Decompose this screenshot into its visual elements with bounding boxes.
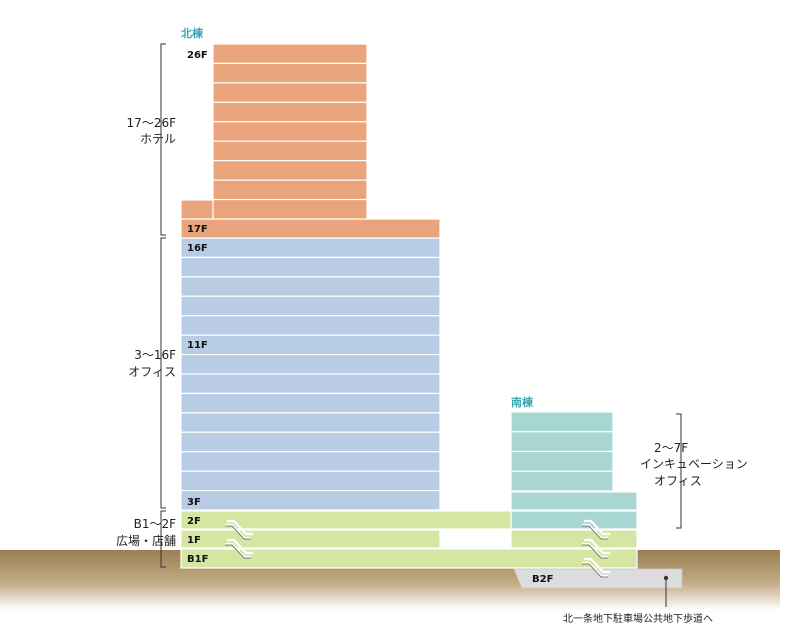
hotel-floor [212,62,368,84]
hotel-range-floors: 17～26F [127,116,177,130]
south-floor [510,470,614,492]
hotel-floor [212,121,368,142]
escalator-south-outline [582,525,608,578]
hotel-17f-wide [180,218,441,239]
south-floor [510,411,614,433]
floor-label-b1f: B1F [187,554,208,565]
hotel-floors [212,43,368,220]
south-building-title: 南棟 [511,395,534,409]
hotel-floor [212,43,368,65]
south-3f-floor [510,491,638,511]
range-brackets-left [160,43,166,568]
note-leader-dot [663,575,669,581]
office-floor [180,489,441,511]
escalator-north [225,519,253,559]
office-floor [180,412,441,433]
floor-label-17f: 17F [187,224,208,235]
south-floor [510,450,614,472]
2f-south-floor [510,510,638,530]
hotel-floor [212,82,368,103]
office-floor [180,334,441,356]
office-range-floors: 3～16F [134,348,176,362]
office-floors [180,237,441,511]
office-floor [180,451,441,472]
office-floor [180,295,441,317]
hotel-floor [212,101,368,123]
1f-south-floor [510,529,638,549]
south-upper-floors [510,411,614,492]
office-floor [180,431,441,453]
range-bracket-right [676,413,682,529]
floor-label-3f: 3F [187,497,201,508]
hotel-range-use: ホテル [140,132,176,146]
north-building-title: 北棟 [181,26,204,40]
office-range-use: オフィス [128,365,176,379]
hotel-floor [212,160,368,181]
underground-walkway-note: 北一条地下駐車場公共地下歩道へ [563,612,713,625]
south-floor [510,431,614,453]
shops-range-floors: B1～2F [134,517,177,531]
office-floor [180,315,441,336]
office-floor [180,392,441,414]
b1f-floor [180,548,638,569]
escalator-north-outline [225,525,251,559]
hotel-floor [212,179,368,201]
hotel-17f-lower-left [180,199,214,220]
office-floor [180,237,441,259]
floor-label-26f: 26F [187,50,208,61]
office-floor [180,470,441,492]
hotel-floor [212,140,368,162]
1f-north-floor [180,529,441,549]
escalator-south [582,519,610,578]
floor-label-16f: 16F [187,243,208,254]
incubation-range-use-1: インキュベーション [640,457,748,471]
floor-label-2f: 2F [187,516,201,527]
floor-label-1f: 1F [187,535,201,546]
hotel-floor [212,198,368,220]
office-floor [180,256,441,278]
office-floor [180,373,441,395]
floor-label-11f: 11F [187,340,208,351]
office-floor [180,276,441,297]
b2f-corridor [513,568,683,589]
incubation-range-use-2: オフィス [654,474,702,488]
floor-label-b2f: B2F [532,574,553,585]
shops-range-use: 広場・店舗 [116,534,176,548]
office-floor [180,353,441,375]
incubation-range-floors: 2～7F [654,441,688,455]
